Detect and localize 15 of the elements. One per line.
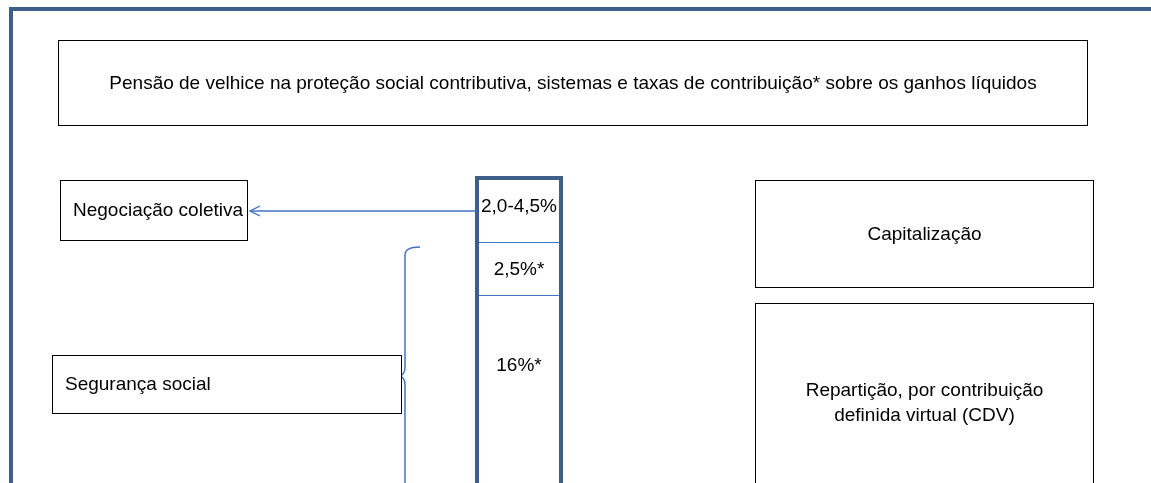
node-label: Negociação coletiva [73, 198, 244, 223]
node-label: 2,0-4,5% [480, 194, 557, 218]
label-box [52, 355, 402, 414]
node-label: Pensão de velhice na proteção social contributiva, sistemas e taxas de contribuição* sobre os ganhos líquidos [109, 70, 1037, 95]
label-box [755, 303, 1094, 483]
title-box [58, 40, 1088, 126]
node-label: 2,5%* [493, 257, 545, 281]
node-label: 16%* [496, 353, 542, 378]
node-label: Segurança social [65, 372, 211, 397]
label-box [60, 180, 248, 241]
rate-column [475, 176, 563, 483]
node-label: Capitalização [867, 221, 982, 246]
node-label: Repartição, por contribuição definida virtual (CDV) [804, 378, 1045, 427]
label-box [755, 180, 1094, 288]
arrow [249, 205, 478, 217]
